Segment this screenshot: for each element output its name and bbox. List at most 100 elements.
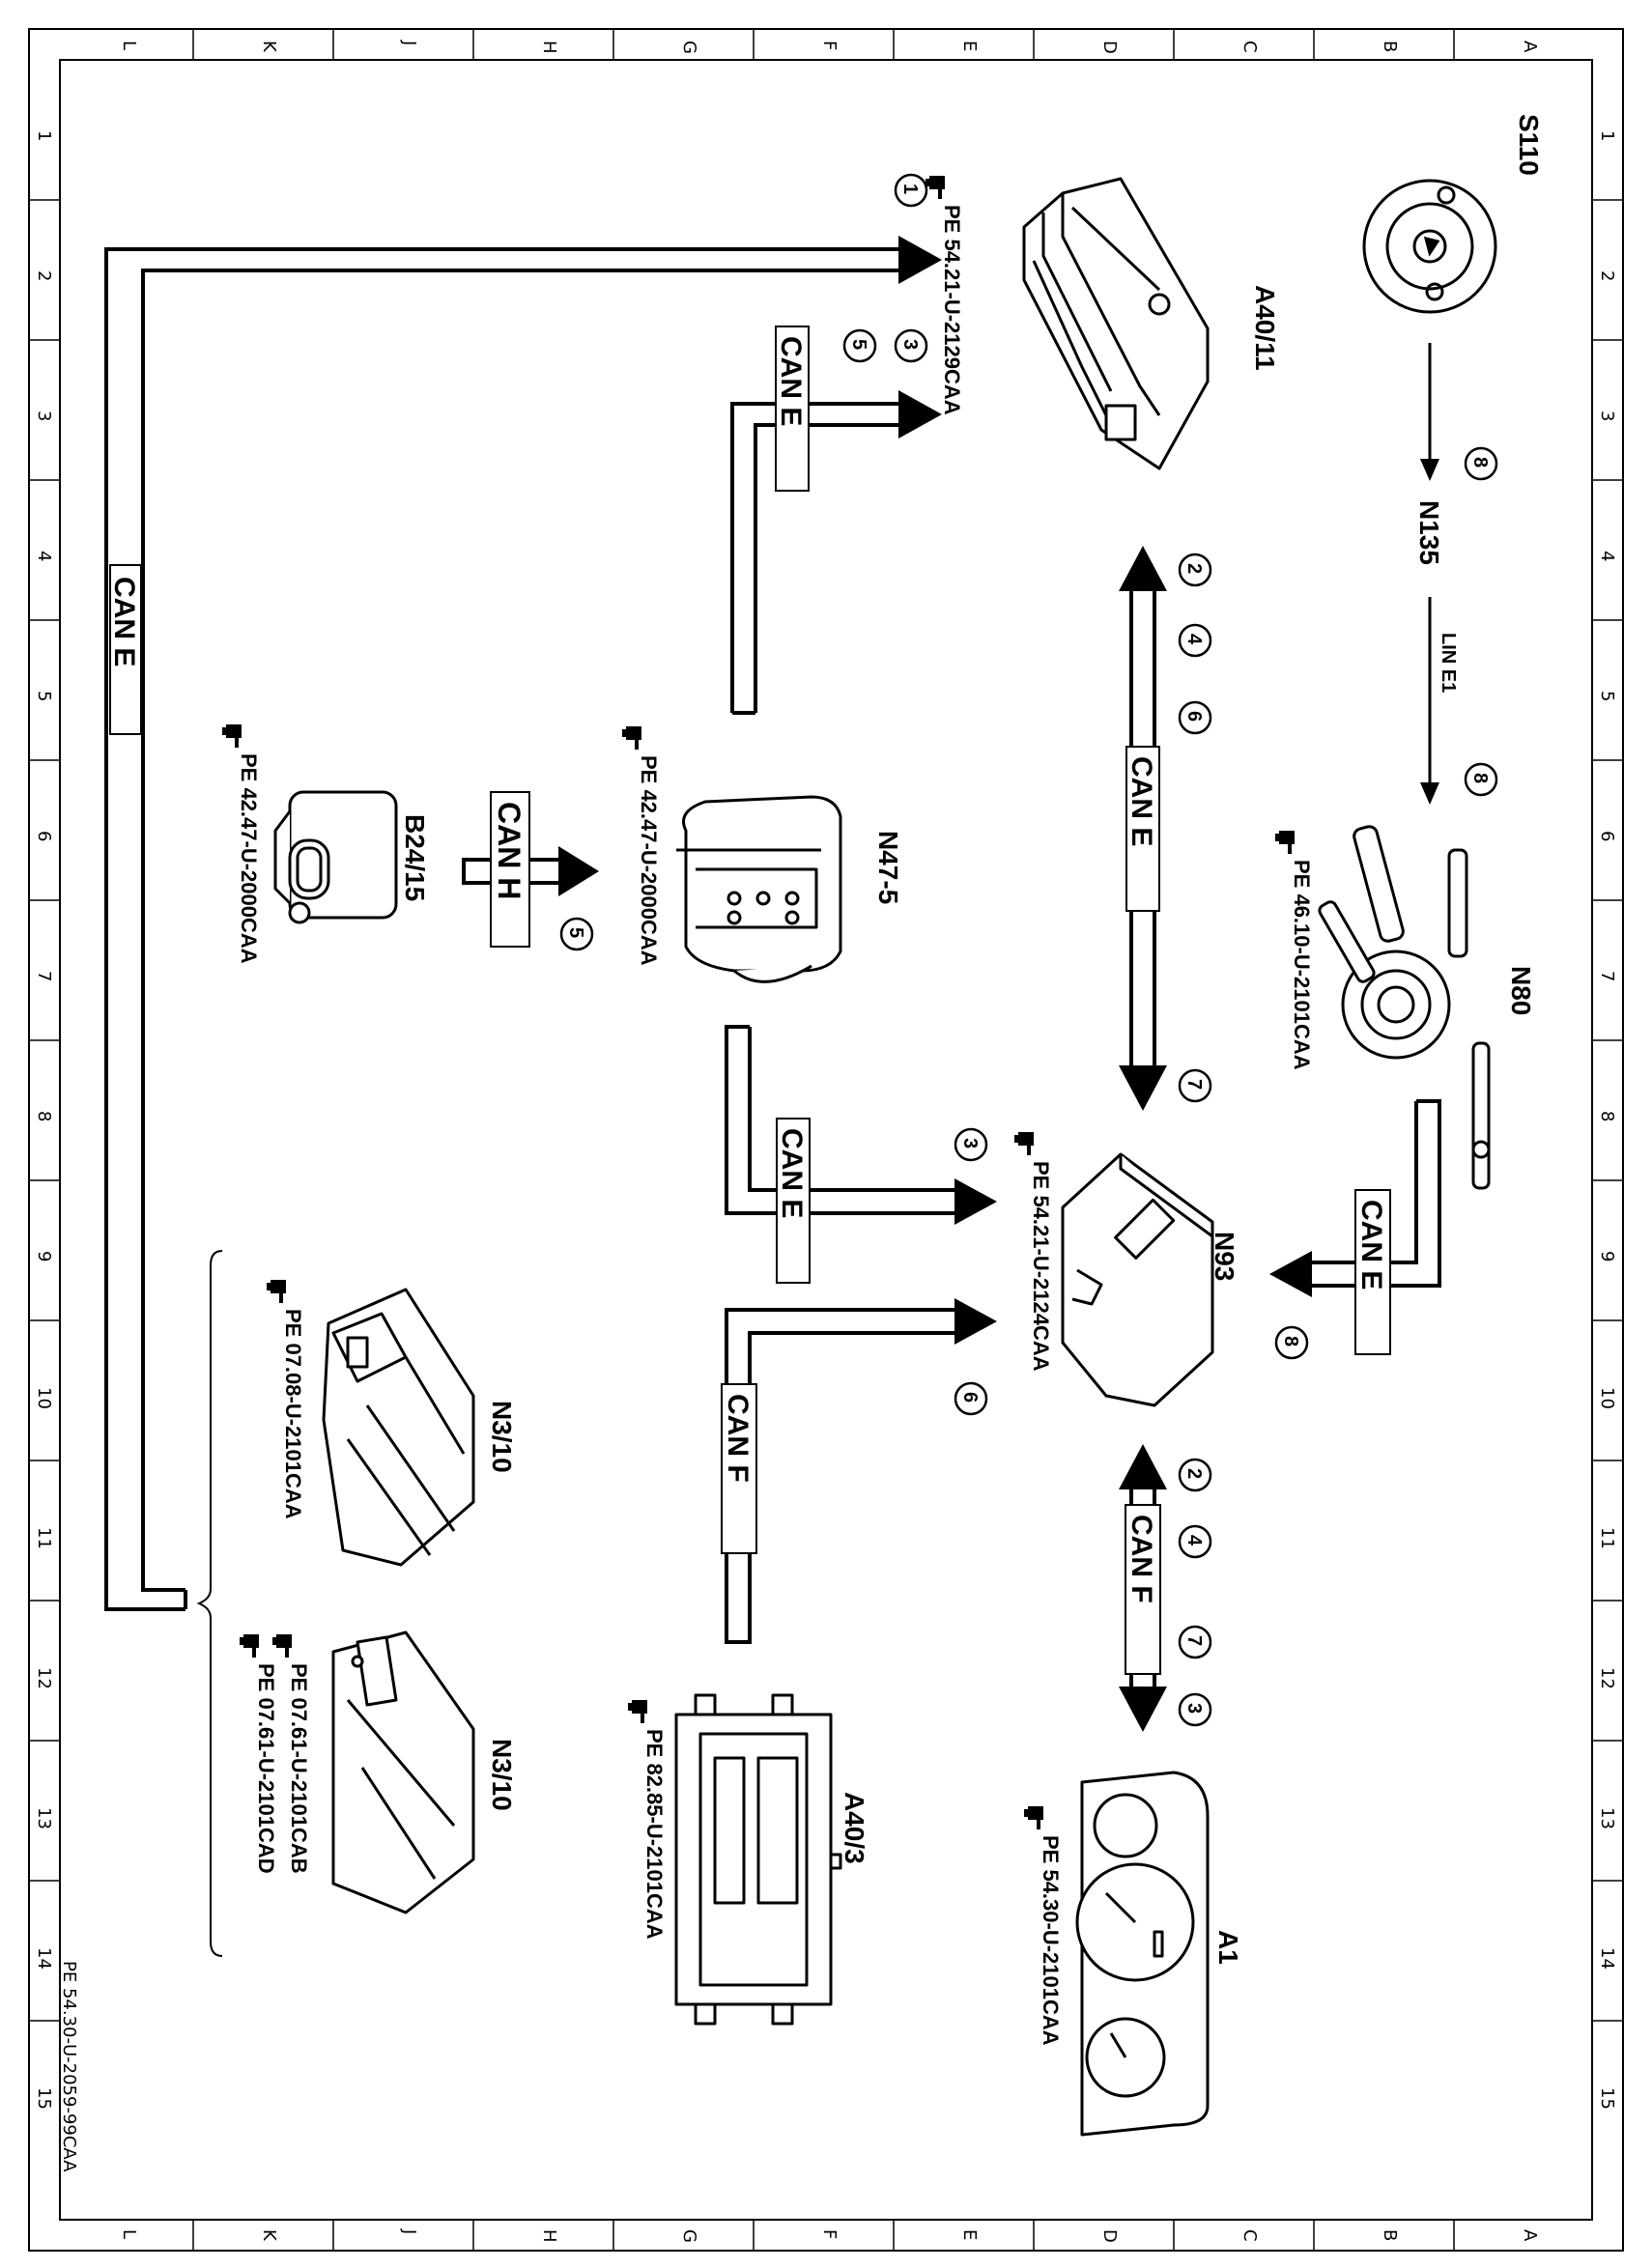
grid-number: 10 (34, 1387, 54, 1409)
hand-pointer-icon (222, 724, 242, 748)
ref-n3-10-b-2: PE 07.61-U-2101CAD (254, 1663, 278, 1874)
grid-letter: B (1380, 41, 1400, 52)
grid-letter: F (819, 2229, 840, 2239)
n47-5-module-icon (676, 795, 842, 983)
grid-letter: H (539, 41, 559, 54)
grid-letter: B (1380, 2229, 1400, 2241)
ref-a40-3: PE 82.85-U-2101CAA (642, 1729, 667, 1940)
grid-number: 1 (34, 130, 54, 141)
grid-letters-bottom: L K J H G F E D C B A (119, 2228, 1540, 2243)
grid-number: 9 (34, 1251, 54, 1262)
arrow-down-a1 (1119, 1687, 1167, 1732)
circle-num-6: 6 (959, 1392, 981, 1403)
grid-number: 12 (34, 1667, 54, 1689)
grid-letter: D (1099, 2229, 1120, 2243)
circle-num-2: 2 (1183, 563, 1205, 574)
circle-num-7: 7 (1183, 1079, 1205, 1090)
bus-label-can-f-2: CAN F (1125, 1504, 1161, 1675)
hand-pointer-icon (272, 1634, 292, 1658)
svg-text:CAN F: CAN F (722, 1394, 754, 1483)
grid-letter: C (1239, 2229, 1260, 2242)
ref-a1: PE 54.30-U-2101CAA (1039, 1835, 1063, 2046)
grid-letter: K (259, 41, 279, 53)
circle-markers (559, 173, 1498, 1727)
label-a1: A1 (1213, 1930, 1243, 1965)
n93-module-icon (1061, 1152, 1214, 1407)
circle-num-8: 8 (1280, 1336, 1301, 1347)
n3-10-ecu-b-icon (331, 1630, 475, 1914)
circle-numbers: 1 3 5 2 4 6 8 8 5 7 3 6 8 2 4 7 3 (565, 184, 1491, 1714)
bus-label-can-e-3: CAN E (776, 1118, 811, 1284)
circle-num-1: 1 (899, 184, 921, 194)
svg-text:CAN E: CAN E (1125, 756, 1157, 846)
component-names: S110 A40/11 N135 N80 N47-5 B24/15 N93 N3… (400, 114, 1544, 1965)
ref-n93: PE 54.21-U-2124CAA (1029, 1161, 1053, 1372)
b24-15-sensor-icon (273, 790, 398, 924)
label-s110: S110 (1514, 114, 1544, 176)
a40-3-unit-icon (674, 1693, 842, 2026)
grid-letter: J (399, 2228, 419, 2234)
grid-letter: J (399, 40, 419, 45)
grid-number: 4 (1597, 551, 1617, 561)
circle-num-3: 3 (959, 1138, 981, 1148)
grid-number: 7 (34, 971, 54, 981)
grid-number: 7 (1597, 971, 1617, 981)
n3-10-ecu-a-icon (322, 1288, 475, 1567)
bus-label-can-e-4: CAN E (1125, 746, 1160, 912)
grid-letter: L (119, 41, 139, 50)
wire-can-e-n93 (725, 1025, 956, 1215)
grid-number: 15 (34, 2087, 54, 2110)
hand-pointer-icon (267, 1280, 286, 1303)
hand-pointer-icon (622, 726, 641, 750)
svg-text:CAN F: CAN F (1125, 1515, 1157, 1603)
svg-text:CAN H: CAN H (492, 802, 527, 899)
circle-num-5: 5 (848, 339, 869, 350)
grid-number: 15 (1597, 2087, 1617, 2110)
ref-b24-15: PE 42.47-U-2000CAA (237, 753, 261, 964)
lin-label: LIN E1 (1438, 633, 1459, 693)
grid-letter: H (539, 2229, 559, 2243)
grid-number: 10 (1597, 1387, 1617, 1409)
hand-pointer-icon (1024, 1806, 1043, 1829)
grid-numbers-right: 1 2 3 4 5 6 7 8 9 10 11 12 13 14 15 (1597, 130, 1617, 2110)
grid-number: 6 (34, 831, 54, 841)
grid-numbers-left: 1 2 3 4 5 6 7 8 9 10 11 12 13 14 15 (34, 130, 54, 2110)
circle-num-2: 2 (1183, 1468, 1205, 1479)
s110-steering-wheel-icon (1362, 179, 1497, 314)
svg-text:CAN E: CAN E (775, 336, 807, 426)
bus-label-can-e-2: CAN E (775, 326, 810, 492)
arrow-n93-8 (1269, 1251, 1312, 1297)
grid-number: 5 (34, 691, 54, 701)
wire-can-e-n47 (730, 402, 898, 715)
label-a40-3: A40/3 (840, 1792, 869, 1864)
grid-number: 14 (34, 1947, 54, 1970)
circle-num-3: 3 (1183, 1703, 1205, 1714)
ref-n47-5: PE 42.47-U-2000CAA (637, 755, 661, 966)
grid-number: 5 (1597, 691, 1617, 701)
grid-number: 14 (1597, 1947, 1617, 1970)
grid-letter: C (1239, 41, 1260, 53)
hand-pointer-icon (1275, 831, 1295, 854)
svg-text:CAN E: CAN E (1355, 1200, 1387, 1290)
grid-letter: E (959, 2229, 980, 2240)
bus-label-can-e-1: CAN E (108, 564, 142, 735)
label-n3-10-b: N3/10 (487, 1739, 517, 1811)
bus-label-can-e-5: CAN E (1354, 1189, 1391, 1355)
grid-number: 2 (34, 270, 54, 281)
arrow-n135 (1420, 459, 1439, 481)
grid-letter: G (679, 41, 699, 54)
grid-number: 13 (1597, 1807, 1617, 1829)
grid-number: 3 (1597, 411, 1617, 421)
circle-num-5: 5 (565, 927, 586, 938)
label-n3-10-a: N3/10 (487, 1401, 517, 1473)
grid-number: 4 (34, 551, 54, 561)
component-refs: PE 54.21-U-2129CAA PE 46.10-U-2101CAA PE… (222, 176, 1314, 2046)
arrow-up-a40-11 (1119, 546, 1167, 591)
arrow-a40-11-3 (898, 390, 942, 439)
ref-n3-10-a: PE 07.08-U-2101CAA (281, 1309, 305, 1519)
grid-letter: K (259, 2229, 279, 2242)
hand-pointer-icon (240, 1634, 259, 1658)
arrow-down-n93 (1119, 1065, 1167, 1111)
grid-number: 6 (1597, 831, 1617, 841)
